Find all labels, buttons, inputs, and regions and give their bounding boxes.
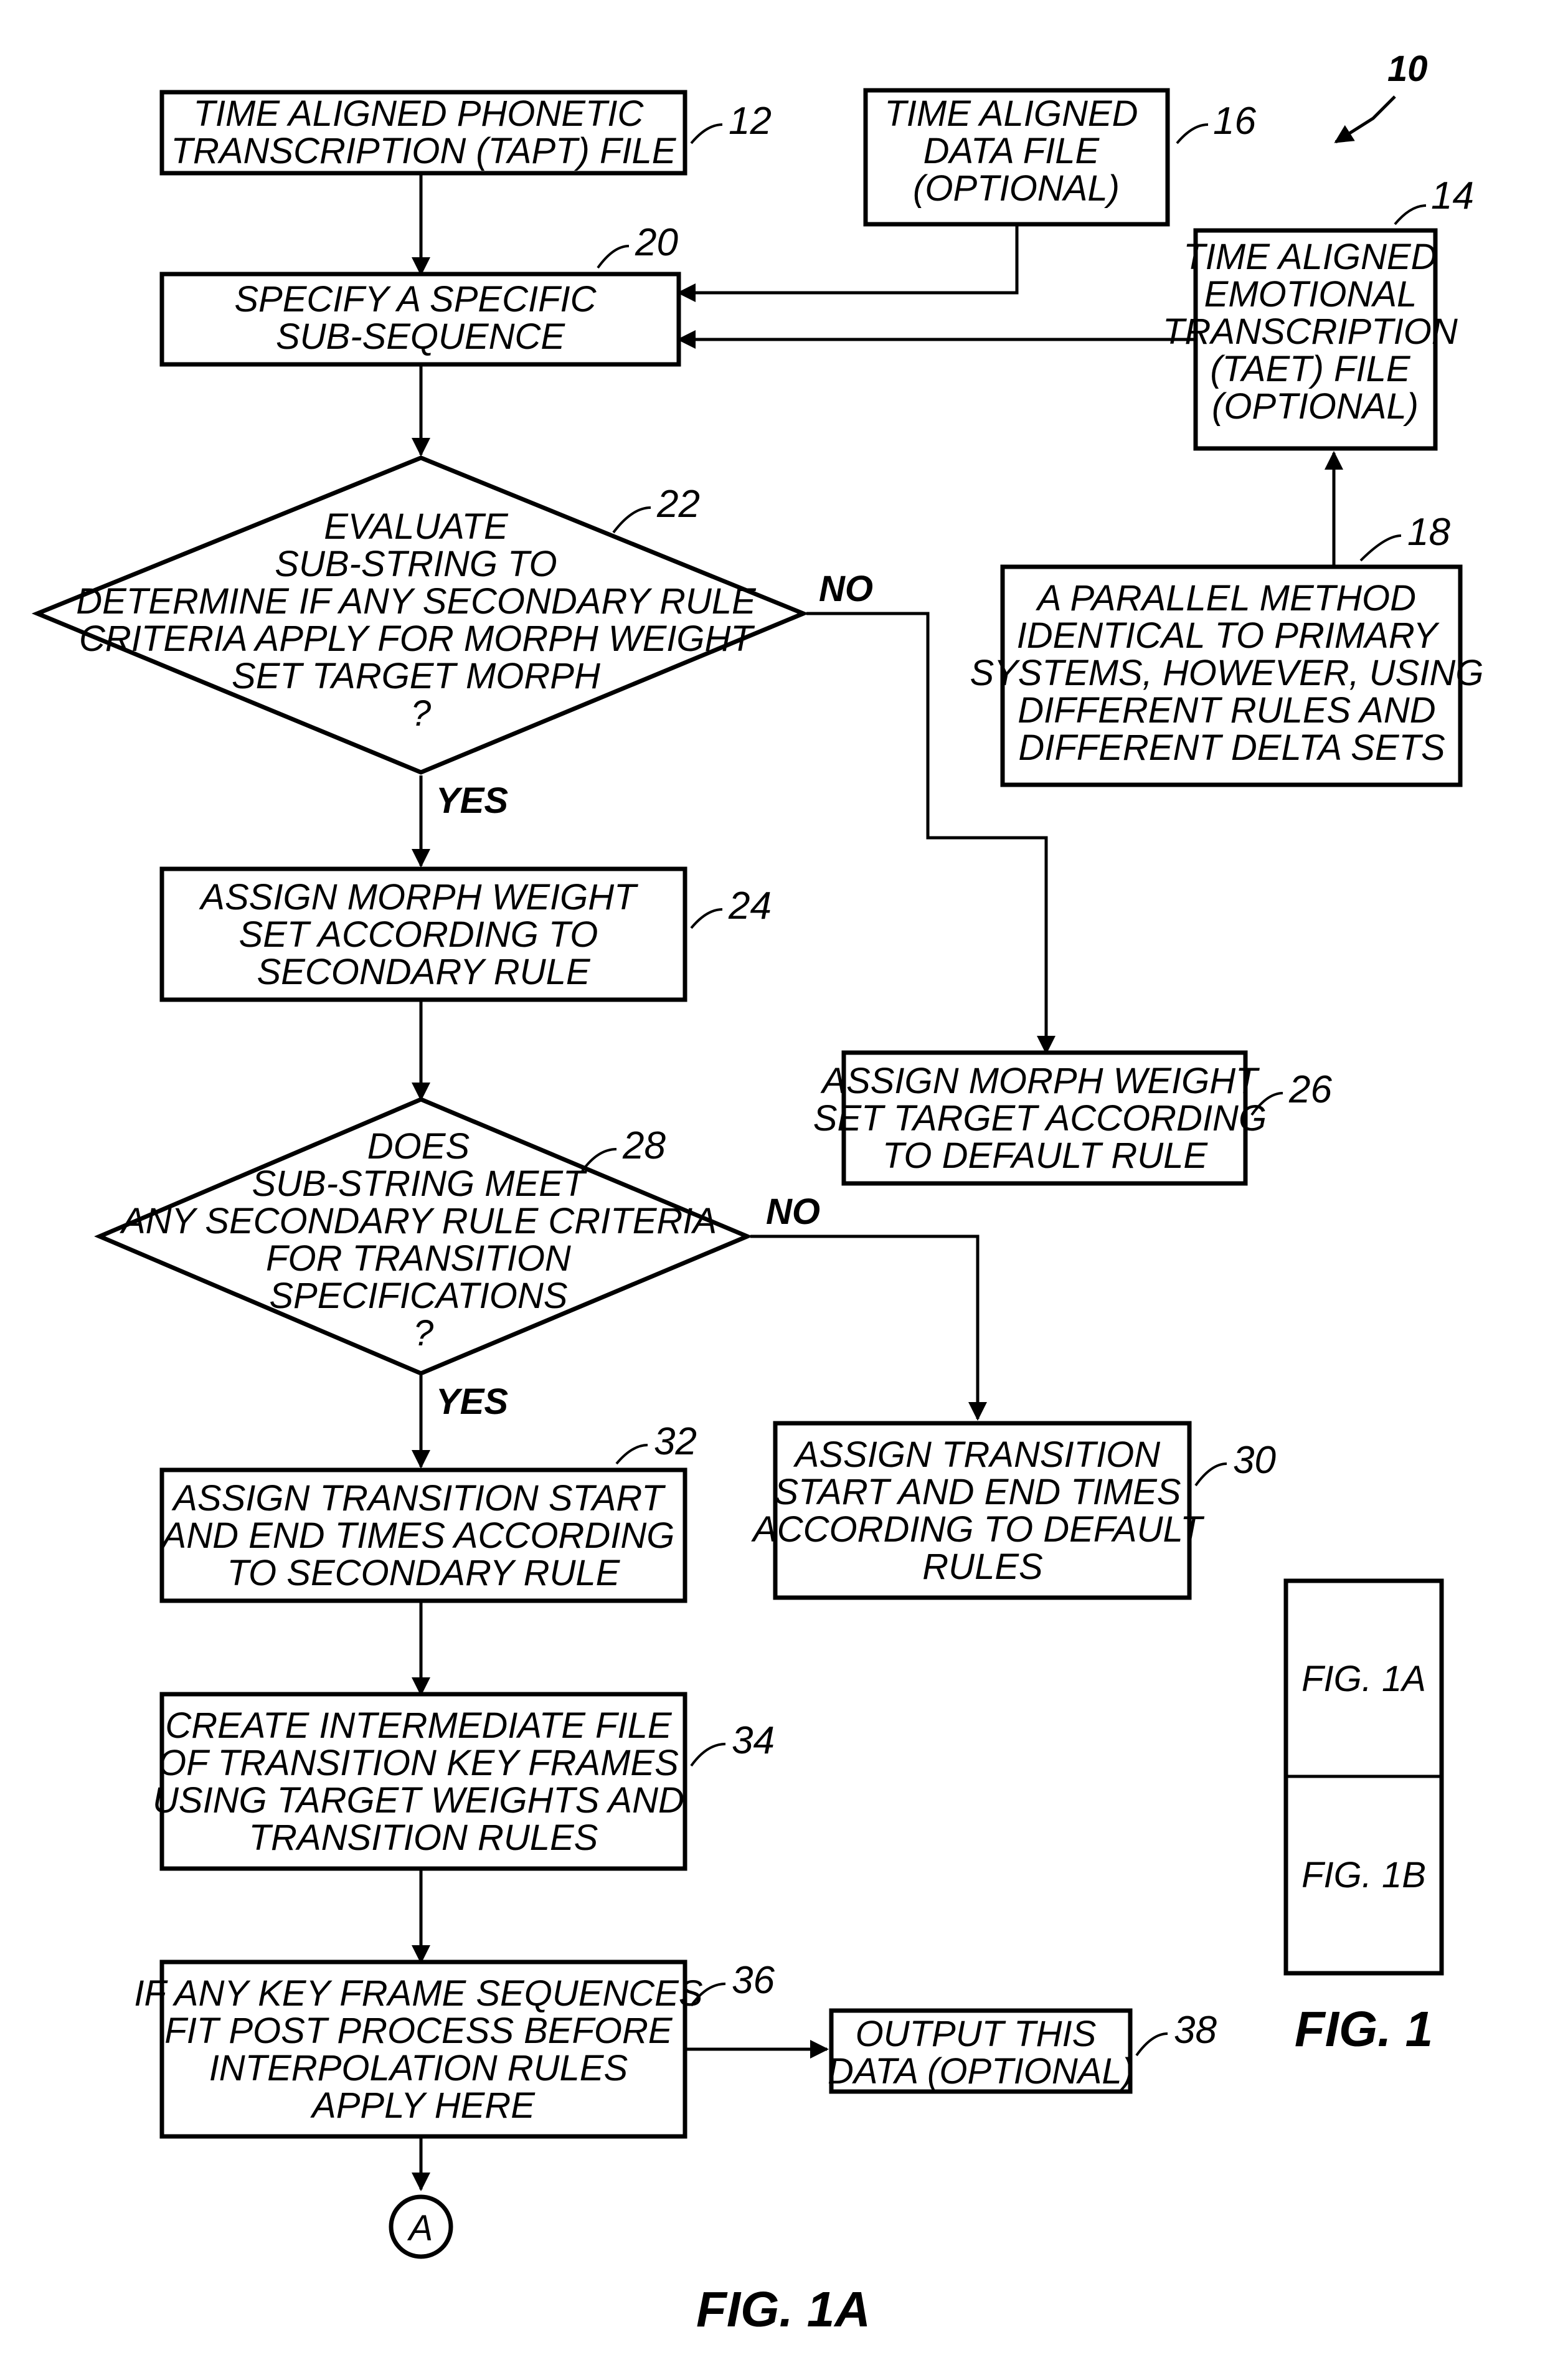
- box-12-label: TIME ALIGNED PHONETIC TRANSCRIPTION (TAP…: [171, 93, 677, 171]
- decision-22-label: EVALUATE SUB-STRING TO DETERMINE IF ANY …: [76, 506, 766, 734]
- box-18-label: A PARALLEL METHOD IDENTICAL TO PRIMARY S…: [970, 578, 1493, 768]
- ref-numeral-12: 12: [729, 100, 772, 143]
- ref-numeral-36: 36: [732, 1959, 775, 2002]
- decision-22-no-label: NO: [819, 569, 873, 609]
- fig-1a-caption: FIG. 1A: [696, 2282, 871, 2337]
- box-24-label: ASSIGN MORPH WEIGHT SET ACCORDING TO SEC…: [199, 877, 646, 992]
- leader-34: [691, 1744, 725, 1766]
- ref-numeral-34: 34: [732, 1719, 775, 1762]
- ref-numeral-18: 18: [1407, 511, 1450, 554]
- ref-numeral-10: 10: [1387, 49, 1428, 89]
- decision-28-yes-label: YES: [436, 1382, 508, 1422]
- ref-numeral-22: 22: [656, 483, 700, 526]
- decision-28-no-label: NO: [766, 1192, 820, 1232]
- leader-12: [691, 125, 722, 143]
- ref-numeral-38: 38: [1174, 2009, 1217, 2052]
- leader-20: [598, 246, 629, 268]
- decision-22-yes-label: YES: [436, 780, 508, 821]
- figure-key-1a: FIG. 1A: [1301, 1659, 1426, 1699]
- box-38-label: OUTPUT THIS DATA (OPTIONAL): [828, 2014, 1134, 2092]
- box-20-label: SPECIFY A SPECIFIC SUB-SEQUENCE: [234, 279, 606, 357]
- leader-32: [616, 1445, 648, 1464]
- ref-numeral-30: 30: [1233, 1439, 1276, 1482]
- box-26-label: ASSIGN MORPH WEIGHT SET TARGET ACCORDING…: [813, 1061, 1277, 1176]
- ref-numeral-16: 16: [1213, 100, 1256, 143]
- ref-numeral-14: 14: [1431, 174, 1474, 217]
- arrow-16-to-20: [679, 225, 1017, 293]
- box-16-label: TIME ALIGNED DATA FILE (OPTIONAL): [884, 93, 1148, 209]
- ref-numeral-24: 24: [728, 884, 772, 927]
- fig-1-caption: FIG. 1: [1295, 2001, 1433, 2057]
- leader-24: [691, 909, 722, 928]
- box-32-label: ASSIGN TRANSITION START AND END TIMES AC…: [161, 1478, 685, 1593]
- leader-14: [1395, 206, 1426, 224]
- ref-numeral-26: 26: [1288, 1068, 1332, 1111]
- leader-16: [1177, 125, 1208, 143]
- leader-22: [613, 508, 651, 533]
- leader-30: [1196, 1464, 1227, 1486]
- connector-a-label: A: [407, 2208, 433, 2249]
- figure-key-1b: FIG. 1B: [1301, 1855, 1426, 1895]
- ref-numeral-20: 20: [635, 221, 678, 264]
- ref-numeral-28: 28: [622, 1124, 666, 1167]
- arrow-28-no-to-30: [750, 1236, 978, 1419]
- leader-38: [1136, 2034, 1168, 2055]
- leader-18: [1361, 536, 1401, 561]
- ref-numeral-32: 32: [654, 1420, 697, 1463]
- arrow-figure-pointer: [1336, 97, 1395, 142]
